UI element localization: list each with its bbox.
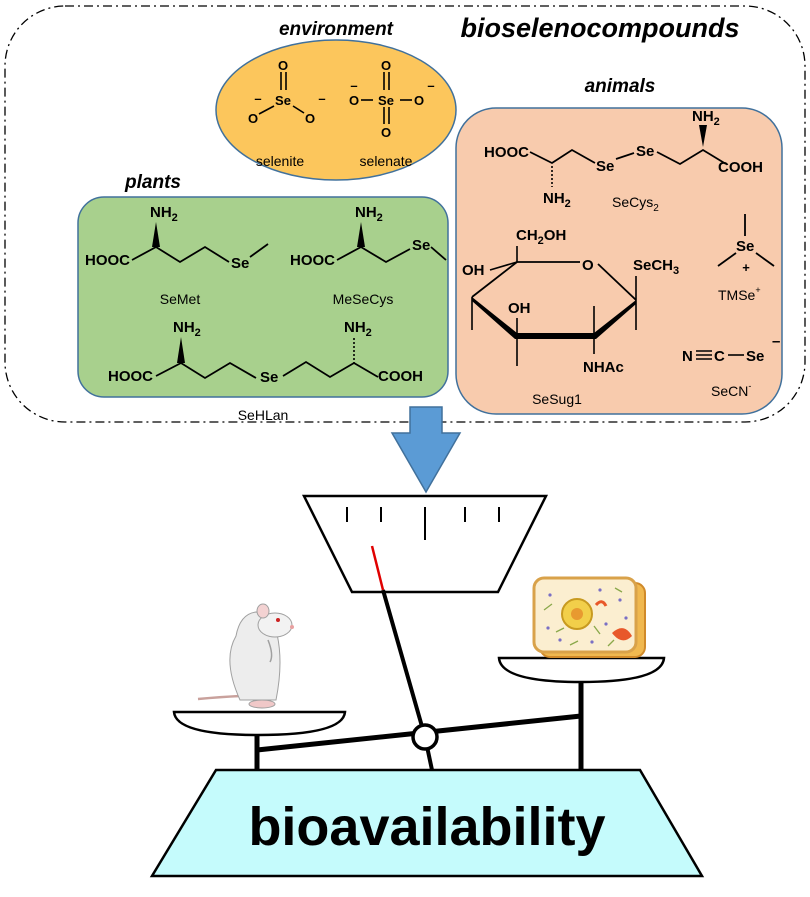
- secys2-nh2-top: NH2: [692, 108, 720, 128]
- rat-nose: [290, 625, 294, 629]
- bioavailability-label: bioavailability: [248, 797, 605, 857]
- selenite-o-right: O: [305, 111, 315, 126]
- environment-ellipse: [215, 39, 457, 181]
- sesug1-oh-left: OH: [462, 262, 485, 279]
- rat-ear: [256, 603, 270, 619]
- sehlan-nh2-right: NH2: [344, 319, 372, 339]
- selenate-o-top: O: [381, 58, 391, 73]
- rat-tail: [197, 694, 241, 701]
- tmse-se: Se: [736, 238, 754, 255]
- selenite-o-top: O: [278, 58, 288, 73]
- plants-box: [77, 196, 449, 398]
- selenite-minus-right: –: [318, 91, 325, 106]
- selenite-minus-left: –: [254, 91, 261, 106]
- secn-structure: N C Se –: [682, 333, 780, 365]
- animals-group: animals HOOC NH2 Se Se NH2 COOH SeCys2 S…: [455, 76, 783, 415]
- sesug1-o-ring: O: [582, 257, 594, 274]
- scale-pointer-tip: [370, 545, 385, 591]
- selenate-structure: O Se O O O – –: [349, 58, 435, 140]
- scale-pivot: [411, 723, 439, 751]
- selenite-se: Se: [275, 93, 291, 108]
- plants-group: plants NH2 HOOC Se SeMet NH2 HOOC Se MeS…: [77, 172, 449, 423]
- semet-label: SeMet: [160, 291, 201, 307]
- scale-base: [149, 768, 705, 878]
- cell-illustration: [532, 576, 646, 658]
- rat-illustration: [197, 603, 294, 709]
- selenite-label: selenite: [256, 153, 304, 169]
- environment-title: environment: [279, 19, 394, 40]
- sehlan-hooc: HOOC: [108, 368, 153, 385]
- sehlan-cooh: COOH: [378, 368, 423, 385]
- sesug1-ch2oh: CH2OH: [516, 227, 566, 247]
- sehlan-nh2-left: NH2: [173, 319, 201, 339]
- selenate-o-bottom: O: [381, 125, 391, 140]
- secys2-nh2-bottom: NH2: [543, 190, 571, 210]
- mesecys-structure: NH2 HOOC Se: [290, 204, 447, 269]
- mesecys-nh2: NH2: [355, 204, 383, 224]
- secn-n: N: [682, 348, 693, 365]
- secys2-cooh: COOH: [718, 159, 763, 176]
- mesecys-label: MeSeCys: [333, 291, 394, 307]
- selenate-label: selenate: [360, 153, 413, 169]
- tmse-plus: +: [742, 260, 750, 275]
- scale-pointer: [381, 589, 427, 738]
- bioselenocompounds-container: [4, 5, 806, 423]
- mesecys-se: Se: [412, 237, 430, 254]
- secys2-structure: HOOC NH2 Se Se NH2 COOH: [484, 108, 763, 210]
- secys2-se-right: Se: [636, 143, 654, 160]
- semet-se: Se: [231, 255, 249, 272]
- semet-structure: NH2 HOOC Se: [85, 204, 269, 272]
- rat-eye: [276, 618, 280, 622]
- sehlan-label: SeHLan: [238, 407, 289, 423]
- semet-nh2: NH2: [150, 204, 178, 224]
- left-pan: [172, 710, 347, 737]
- rat-foot: [248, 699, 276, 709]
- rat-arm: [267, 639, 273, 663]
- down-arrow: [390, 406, 462, 494]
- tmse-label: TMSe+: [718, 285, 761, 303]
- mesecys-hooc: HOOC: [290, 252, 335, 269]
- main-title: bioselenocompounds: [460, 13, 739, 43]
- sesug1-label: SeSug1: [532, 391, 582, 407]
- secn-c: C: [714, 348, 725, 365]
- secn-se: Se: [746, 348, 764, 365]
- sesug1-structure: CH2OH OH O SeCH3 OH NHAc: [462, 227, 679, 376]
- environment-group: environment O Se O O – – selenite O Se O: [215, 19, 457, 181]
- animals-title: animals: [585, 76, 656, 97]
- right-pan: [497, 656, 666, 684]
- selenate-o-left: O: [349, 93, 359, 108]
- sehlan-structure: NH2 HOOC Se NH2 COOH: [108, 319, 423, 386]
- secys2-hooc: HOOC: [484, 144, 529, 161]
- cell-organelle: [612, 628, 632, 641]
- selenate-se: Se: [378, 93, 394, 108]
- secn-label: SeCN-: [711, 381, 751, 399]
- selenate-o-right: O: [414, 93, 424, 108]
- scale-dial: [301, 494, 549, 594]
- sesug1-nhac: NHAc: [583, 359, 624, 376]
- selenate-minus-left: –: [350, 78, 357, 93]
- selenate-minus-right: –: [427, 78, 434, 93]
- balance-scale: bioavailability: [149, 494, 705, 878]
- dial-ticks: [346, 507, 500, 540]
- sehlan-se: Se: [260, 369, 278, 386]
- selenite-structure: O Se O O – –: [248, 58, 326, 126]
- tmse-structure: Se +: [717, 214, 775, 275]
- plants-title: plants: [124, 172, 181, 193]
- selenite-o-left: O: [248, 111, 258, 126]
- secys2-label: SeCys2: [612, 194, 659, 214]
- secys2-se-left: Se: [596, 158, 614, 175]
- sesug1-sech3: SeCH3: [633, 257, 679, 277]
- sesug1-oh-mid: OH: [508, 300, 531, 317]
- secn-minus: –: [772, 333, 780, 350]
- semet-hooc: HOOC: [85, 252, 130, 269]
